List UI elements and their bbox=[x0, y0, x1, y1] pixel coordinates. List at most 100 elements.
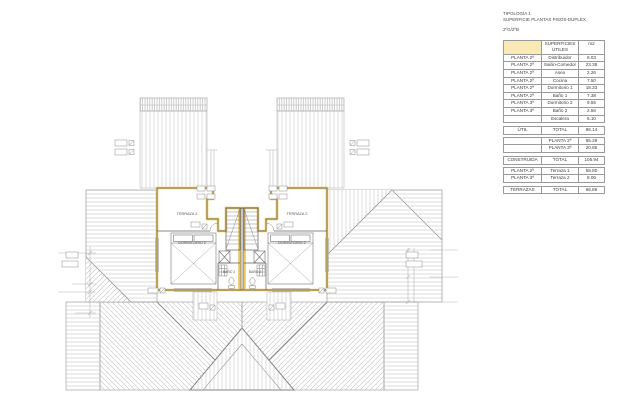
cell-area: 6.03 bbox=[587, 54, 596, 60]
cell-room: Terraza 2 bbox=[542, 175, 579, 182]
cell-room: Dormitorio 2 bbox=[542, 100, 579, 107]
room-label-terraza-left: TERRAZA 2 bbox=[177, 212, 198, 216]
cell-floor: PLANTA 2ª bbox=[504, 54, 542, 62]
ref-tags bbox=[61, 139, 423, 311]
table-row: PLANTA 2ª Salón-Comedor 23.38 bbox=[503, 62, 605, 70]
roof-wing-right bbox=[326, 189, 443, 303]
unit-code: 2ºG/2ºB bbox=[503, 27, 520, 33]
roof-strip-top-right bbox=[276, 97, 345, 189]
cell-area: 2.56 bbox=[587, 107, 596, 113]
table-row: PLANTA 2ª Distribuidor 6.03 bbox=[503, 54, 605, 63]
roof-strip-top-left bbox=[139, 97, 208, 189]
cell-area: 20.85 bbox=[585, 145, 598, 151]
table-row: PLANTA 2ª Aseo 2.26 bbox=[503, 69, 605, 78]
cell-floor bbox=[504, 115, 542, 123]
cell-room: Aseo bbox=[542, 69, 579, 77]
cell-floor: PLANTA 3ª bbox=[504, 107, 542, 115]
table-row: PLANTA 2ª Dormitorio 1 18.33 bbox=[503, 85, 605, 93]
table-row: PLANTA 3ª Dormitorio 2 9.55 bbox=[503, 100, 605, 108]
cell-room: TOTAL bbox=[542, 127, 579, 134]
shaft-left bbox=[218, 250, 231, 264]
table-row: Escalera 5.10 bbox=[503, 115, 605, 124]
stairs-left bbox=[225, 208, 241, 250]
drawing-title: TIPOLOGÍA 1 bbox=[503, 11, 531, 16]
cell-area: 9.55 bbox=[587, 100, 596, 106]
bed-left bbox=[170, 232, 217, 285]
cell-floor: PLANTA 2ª bbox=[504, 92, 542, 100]
cell-floor: PLANTA 2ª bbox=[504, 77, 542, 85]
cell-room: PLANTA 2ª bbox=[542, 137, 579, 145]
table-row-total-util: ÚTIL TOTAL 86.14 bbox=[503, 126, 605, 135]
cell-floor bbox=[504, 145, 542, 152]
cell-room: Baño 1 bbox=[542, 92, 579, 100]
cell-area: 2.26 bbox=[587, 69, 596, 75]
header-cell-highlight bbox=[504, 40, 542, 54]
cell-area: 5.10 bbox=[587, 115, 596, 121]
unit-walls bbox=[156, 187, 328, 291]
room-labels: TERRAZA 2 TERRAZA 2 DORMITORIO 2 DORMITO… bbox=[177, 212, 308, 274]
cell-room: TOTAL bbox=[542, 156, 579, 164]
table-row-total-construida: CONSTRUIDA TOTAL 105.94 bbox=[503, 155, 605, 165]
cell-floor: PLANTA 2ª bbox=[504, 69, 542, 77]
cell-floor: PLANTA 3ª bbox=[504, 175, 542, 182]
cell-area: 65.29 bbox=[585, 137, 598, 143]
flue-lines bbox=[207, 149, 277, 188]
table-row: PLANTA 2ª Terraza 1 58.80 bbox=[503, 166, 605, 176]
title-block: TIPOLOGÍA 1 SUPERFICIE PLANTAS PISOS-DUP… bbox=[503, 11, 605, 195]
area-table: SUPERFICIES ÚTILES m2 PLANTA 2ª Distribu… bbox=[503, 39, 605, 195]
header-cell-units: m2 bbox=[588, 40, 595, 46]
room-label-dormitorio-left: DORMITORIO 2 bbox=[178, 241, 206, 245]
cell-area: 7.50 bbox=[587, 77, 596, 83]
cell-room: Cocina bbox=[542, 77, 579, 85]
drawing-subtitle: SUPERFICIE PLANTAS PISOS-DUPLEX bbox=[503, 16, 586, 22]
room-label-bano-right: BAÑO 2 bbox=[249, 269, 262, 274]
table-row: PLANTA 3ª Terraza 2 8.06 bbox=[503, 175, 605, 183]
table-row: PLANTA 2ª Baño 1 7.38 bbox=[503, 92, 605, 101]
cell-room: Salón-Comedor bbox=[542, 62, 579, 69]
cell-floor: ÚTIL bbox=[504, 127, 542, 134]
table-row: PLANTA 2ª 65.29 bbox=[503, 136, 605, 146]
bathroom-fixtures-right bbox=[249, 264, 266, 289]
table-header-row: SUPERFICIES ÚTILES m2 bbox=[503, 39, 605, 55]
cell-floor: CONSTRUIDA bbox=[504, 156, 542, 164]
cell-area: 23.38 bbox=[585, 62, 598, 68]
cell-floor: PLANTA 3ª bbox=[504, 100, 542, 107]
cell-floor: PLANTA 2ª bbox=[504, 85, 542, 92]
dimension-lines-left bbox=[58, 246, 96, 318]
cell-area: 8.06 bbox=[587, 175, 596, 181]
cell-area: 18.33 bbox=[585, 85, 598, 91]
table-row-total-terrazas: TERRAZAS TOTAL 66.86 bbox=[503, 185, 605, 195]
bed-right bbox=[267, 232, 314, 285]
cell-room: Dormitorio 1 bbox=[542, 85, 579, 92]
cell-room: TOTAL bbox=[542, 186, 579, 194]
cell-room: Terraza 1 bbox=[542, 167, 579, 175]
table-row: PLANTA 3ª 20.85 bbox=[503, 145, 605, 153]
table-row: PLANTA 2ª Cocina 7.50 bbox=[503, 77, 605, 86]
shaft-right bbox=[253, 250, 266, 264]
cell-area: 58.80 bbox=[585, 167, 598, 173]
cell-room: Baño 2 bbox=[542, 107, 579, 115]
cell-floor: TERRAZAS bbox=[504, 186, 542, 194]
cell-room: Escalera bbox=[542, 115, 579, 123]
cell-area: 7.38 bbox=[587, 92, 596, 98]
room-label-terraza-right: TERRAZA 2 bbox=[287, 212, 308, 216]
roof-wing-left bbox=[85, 189, 158, 303]
table-row: PLANTA 3ª Baño 2 2.56 bbox=[503, 107, 605, 116]
windows bbox=[155, 238, 329, 292]
header-cell-surfaces: SUPERFICIES ÚTILES bbox=[542, 40, 579, 54]
cell-area: 86.14 bbox=[585, 127, 598, 133]
cell-floor bbox=[504, 137, 542, 145]
cell-room: Distribuidor bbox=[542, 54, 579, 62]
room-label-dormitorio-right: DORMITORIO 2 bbox=[278, 241, 306, 245]
cell-area: 66.86 bbox=[585, 186, 598, 192]
room-label-bano-left: BAÑO 2 bbox=[223, 269, 236, 274]
cell-area: 105.94 bbox=[584, 156, 599, 162]
cell-floor: PLANTA 2ª bbox=[504, 167, 542, 175]
bathroom-fixtures-left bbox=[218, 264, 235, 289]
stairs-right bbox=[243, 208, 259, 250]
roof-lower bbox=[65, 291, 419, 391]
door-swings bbox=[209, 222, 275, 232]
cell-floor: PLANTA 2ª bbox=[504, 62, 542, 69]
